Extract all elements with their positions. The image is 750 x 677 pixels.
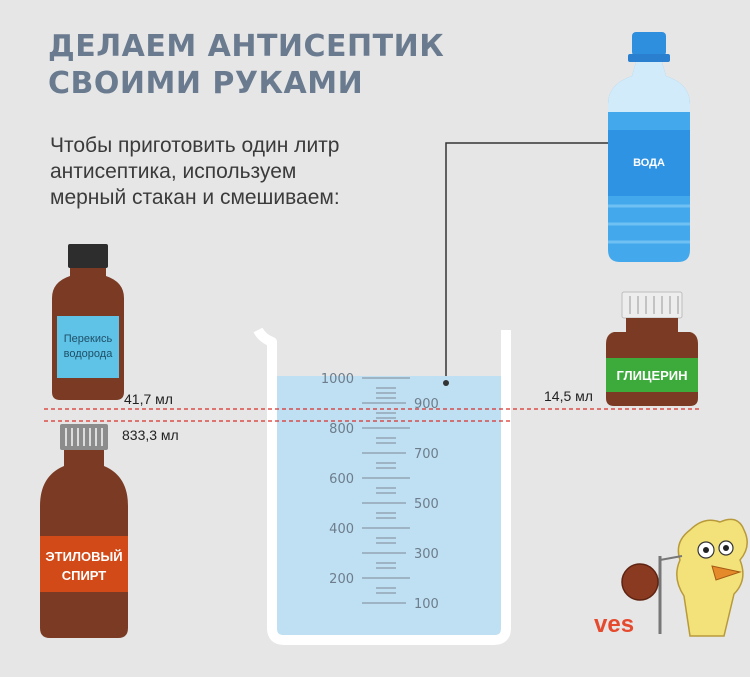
scale-left-1000: 1000 [321,372,354,387]
ethanol-bottle: ЭТИЛОВЫЙ СПИРТ [40,424,128,638]
water-label: ВОДА [633,157,665,169]
beaker-tick-marks [362,377,410,604]
scale-left-800: 800 [329,422,354,437]
scale-right-700: 700 [414,447,439,462]
ethanol-label-line2: СПИРТ [62,568,107,583]
scale-right-500: 500 [414,497,439,512]
mascot-logo: ves [594,518,748,638]
intro-line-2: антисептика, используем [50,160,297,183]
peroxide-label-line1: Перекись [64,333,113,345]
scale-right-100: 100 [414,597,439,612]
intro-text: Чтобы приготовить один литр антисептика,… [50,133,340,211]
scale-left-400: 400 [329,522,354,537]
title-line-1: ДЕЛАЕМ АНТИСЕПТИК [48,29,445,64]
beaker-liquid [272,376,506,640]
page-title: ДЕЛАЕМ АНТИСЕПТИК СВОИМИ РУКАМИ [48,28,444,102]
intro-line-1: Чтобы приготовить один литр [50,134,340,157]
peroxide-bottle: Перекись водорода [52,244,124,400]
ethanol-amount: 833,3 мл [122,427,179,443]
water-connector-line [445,142,612,383]
title-line-2: СВОИМИ РУКАМИ [48,66,364,101]
intro-line-3: мерный стакан и смешиваем: [50,186,340,209]
scale-right-900: 900 [414,397,439,412]
measuring-beaker: 1000 800 600 400 200 900 700 500 300 100 [253,327,511,645]
scale-left-600: 600 [329,472,354,487]
peroxide-amount: 41,7 мл [124,391,173,407]
glycerin-label: ГЛИЦЕРИН [616,368,687,383]
ethanol-label-line1: ЭТИЛОВЫЙ [45,549,122,564]
water-level-dot [443,380,449,386]
scale-left-200: 200 [329,572,354,587]
glycerin-amount: 14,5 мл [544,388,593,404]
water-bottle: ВОДА [608,32,690,262]
watermark-text: ves [594,611,634,638]
glycerin-jar: ГЛИЦЕРИН [606,291,698,406]
peroxide-label-line2: водорода [64,348,114,360]
beaker-outline [253,327,511,645]
scale-right-300: 300 [414,547,439,562]
